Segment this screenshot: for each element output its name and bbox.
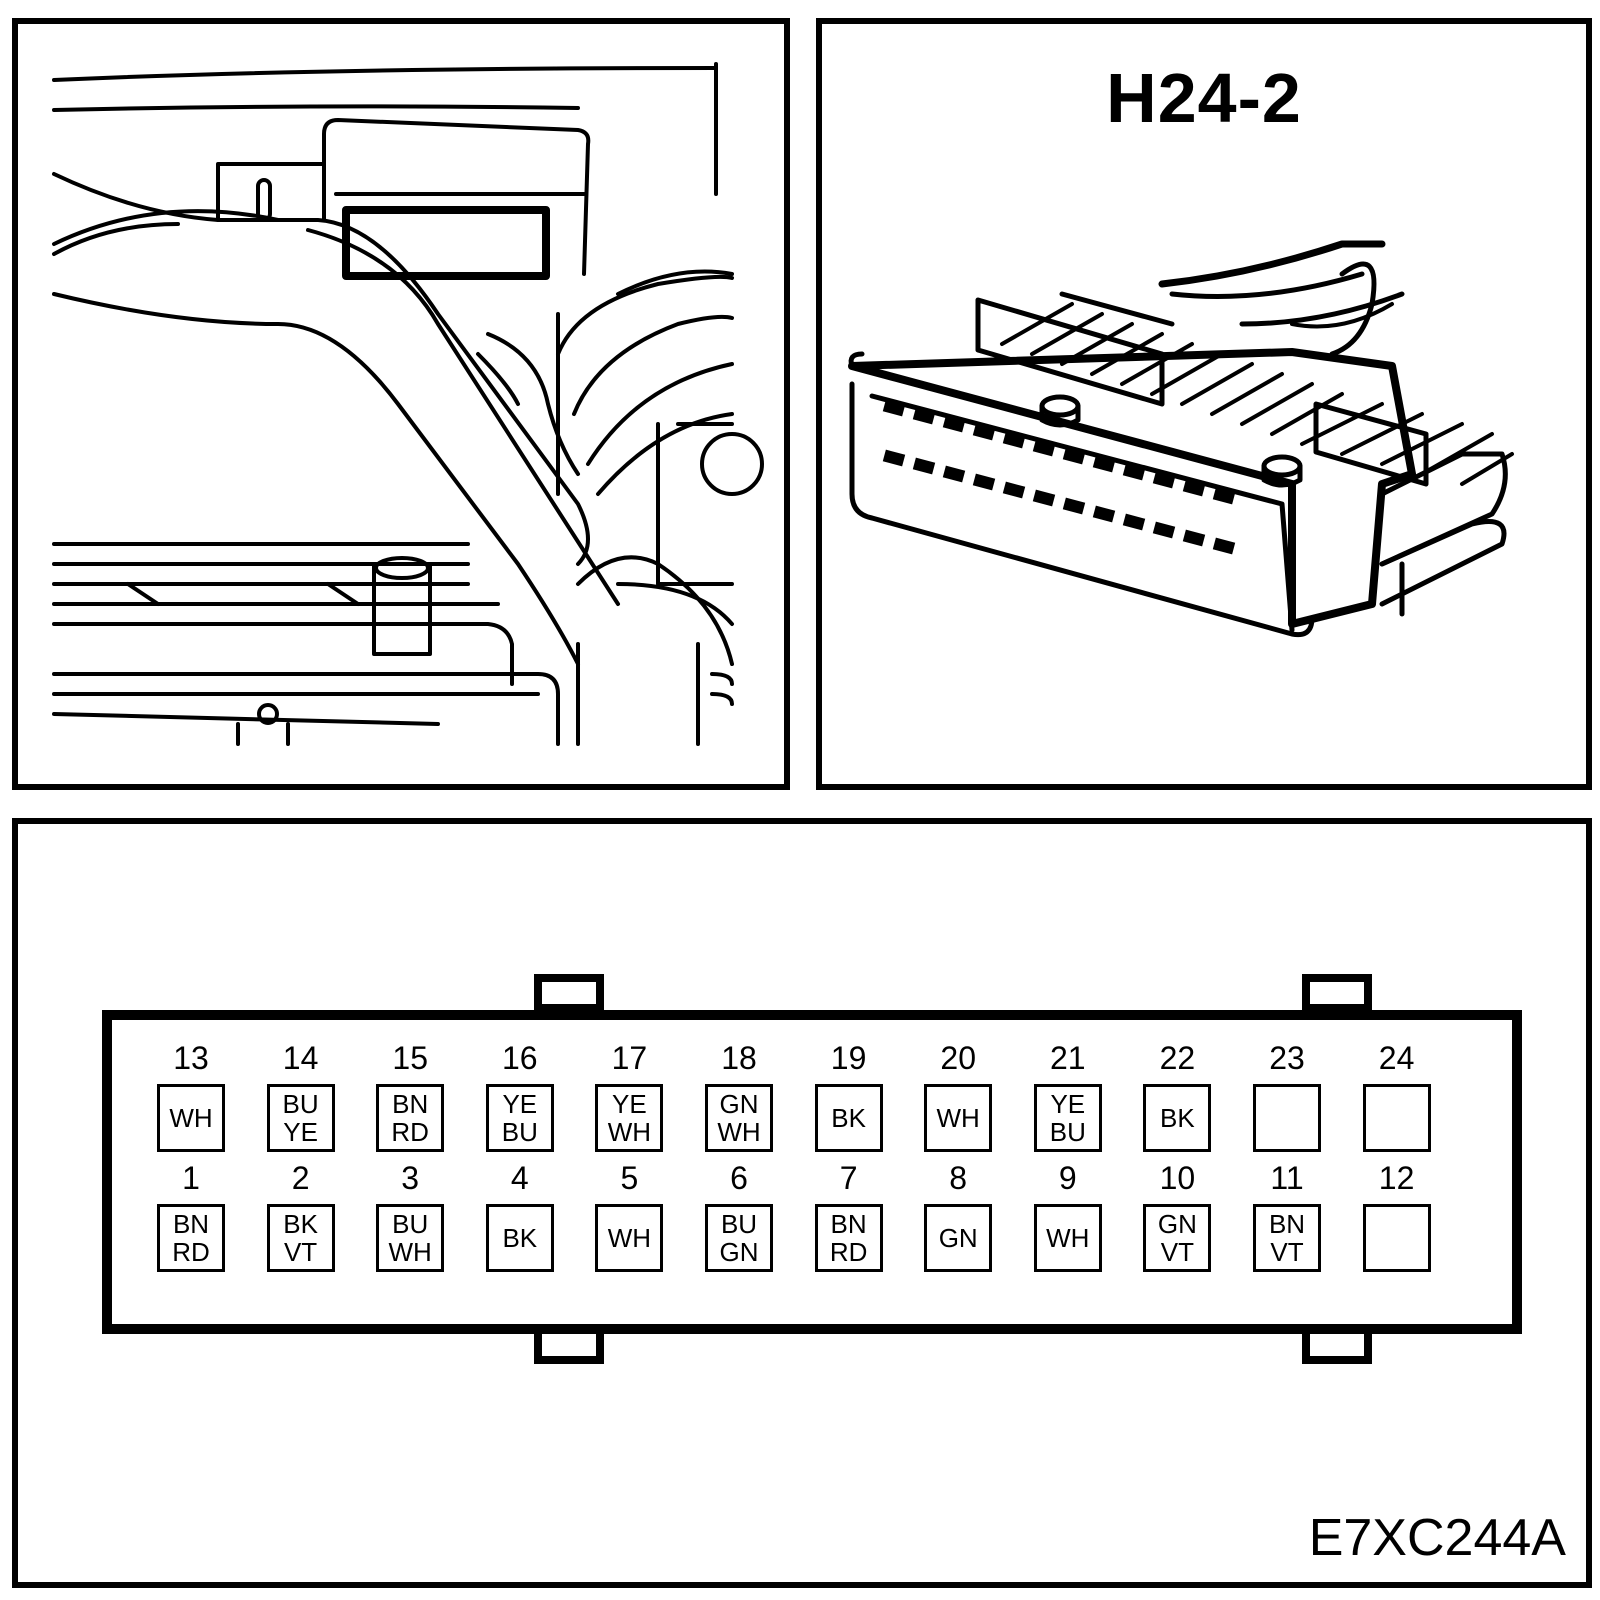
pin-number: 24 — [1378, 1040, 1415, 1076]
wire-color-code: WH — [607, 1117, 652, 1147]
pin-number: 2 — [291, 1160, 310, 1196]
pin-wire-color-box — [1253, 1084, 1321, 1152]
pin-number: 20 — [940, 1040, 976, 1076]
wire-color-code: VT — [1160, 1237, 1194, 1267]
figure-code: E7XC244A — [1308, 1509, 1566, 1567]
pin-number: 21 — [1050, 1040, 1086, 1076]
wire-color-code: WH — [936, 1103, 980, 1133]
wire-color-code: BK — [502, 1223, 538, 1253]
wire-color-code: BK — [283, 1209, 318, 1239]
wire-color-code: VT — [1270, 1237, 1304, 1267]
pin-wire-color-box: WH — [1033, 1204, 1102, 1272]
wire-color-code: WH — [1046, 1223, 1090, 1253]
pin-number: 7 — [839, 1160, 858, 1196]
pin-number: 22 — [1159, 1040, 1196, 1076]
wire-color-code: YE — [283, 1117, 318, 1147]
wire-color-code: GN — [719, 1237, 759, 1267]
pin-number: 13 — [173, 1040, 209, 1076]
engine-bay-location-drawing-icon — [52, 62, 764, 746]
latch-tab-top-right — [1302, 974, 1372, 1012]
wire-color-code: GN — [938, 1223, 978, 1253]
connector-harness-drawing-icon — [848, 240, 1514, 638]
wire-color-code: BU — [392, 1209, 429, 1239]
pin-wire-color-box: WH — [595, 1204, 664, 1272]
connector-view-panel: H24-2 — [816, 18, 1592, 790]
pin-number: 19 — [830, 1040, 867, 1076]
wire-color-code: WH — [607, 1223, 652, 1253]
pin-number: 18 — [721, 1040, 757, 1076]
wire-color-code: BU — [501, 1117, 538, 1147]
pin-number: 10 — [1159, 1160, 1196, 1196]
pin-number: 8 — [949, 1160, 968, 1196]
wire-color-code: BU — [1049, 1117, 1086, 1147]
location-view-panel — [12, 18, 790, 790]
pin-wire-color-box: WH — [157, 1084, 225, 1152]
pin-number: 3 — [401, 1160, 420, 1196]
pin-number: 5 — [620, 1160, 639, 1196]
wire-color-code: BU — [282, 1089, 319, 1119]
pin-number: 23 — [1269, 1040, 1305, 1076]
wire-color-code: BN — [1268, 1209, 1306, 1239]
wire-color-code: RD — [391, 1117, 429, 1147]
wire-color-code: GN — [1157, 1209, 1197, 1239]
wire-color-code: GN — [719, 1089, 759, 1119]
wire-color-code: BN — [830, 1209, 867, 1239]
wire-color-code: WH — [388, 1237, 432, 1267]
pin-wire-color-box: BK — [485, 1204, 554, 1272]
pin-wire-color-box — [1362, 1204, 1431, 1272]
pin-number: 1 — [182, 1160, 200, 1196]
wire-color-code: RD — [172, 1237, 210, 1267]
wire-color-code: BK — [831, 1103, 866, 1133]
connector-id-label: H24-2 — [1106, 59, 1302, 137]
wire-color-code: YE — [612, 1089, 647, 1119]
wire-color-code: WH — [717, 1117, 761, 1147]
pin-number: 15 — [392, 1040, 428, 1076]
pin-wire-color-box — [1362, 1084, 1431, 1152]
pin-number: 16 — [502, 1040, 538, 1076]
wire-color-code: BN — [172, 1209, 210, 1239]
wire-color-code: BU — [720, 1209, 758, 1239]
wire-color-code: YE — [502, 1089, 538, 1119]
wire-color-code: YE — [1050, 1089, 1086, 1119]
wire-color-code: BN — [392, 1089, 429, 1119]
pin-number: 11 — [1270, 1160, 1304, 1196]
pin-wire-color-box: GN — [924, 1204, 993, 1272]
pin-number: 14 — [282, 1040, 319, 1076]
pin-wire-color-box: WH — [924, 1084, 993, 1152]
wire-color-code: BK — [1160, 1103, 1195, 1133]
wire-color-code: VT — [283, 1237, 318, 1267]
pin-wire-color-box: BK — [814, 1084, 883, 1152]
pin-number: 12 — [1378, 1160, 1415, 1196]
wire-color-code: RD — [829, 1237, 868, 1267]
pin-number: 6 — [730, 1160, 748, 1196]
wire-color-code: WH — [169, 1103, 213, 1133]
pin-number: 4 — [510, 1160, 529, 1196]
pin-number: 9 — [1058, 1160, 1077, 1196]
latch-tab-top-left — [534, 974, 604, 1012]
pin-wire-color-box: BK — [1143, 1084, 1212, 1152]
pin-number: 17 — [611, 1040, 648, 1076]
